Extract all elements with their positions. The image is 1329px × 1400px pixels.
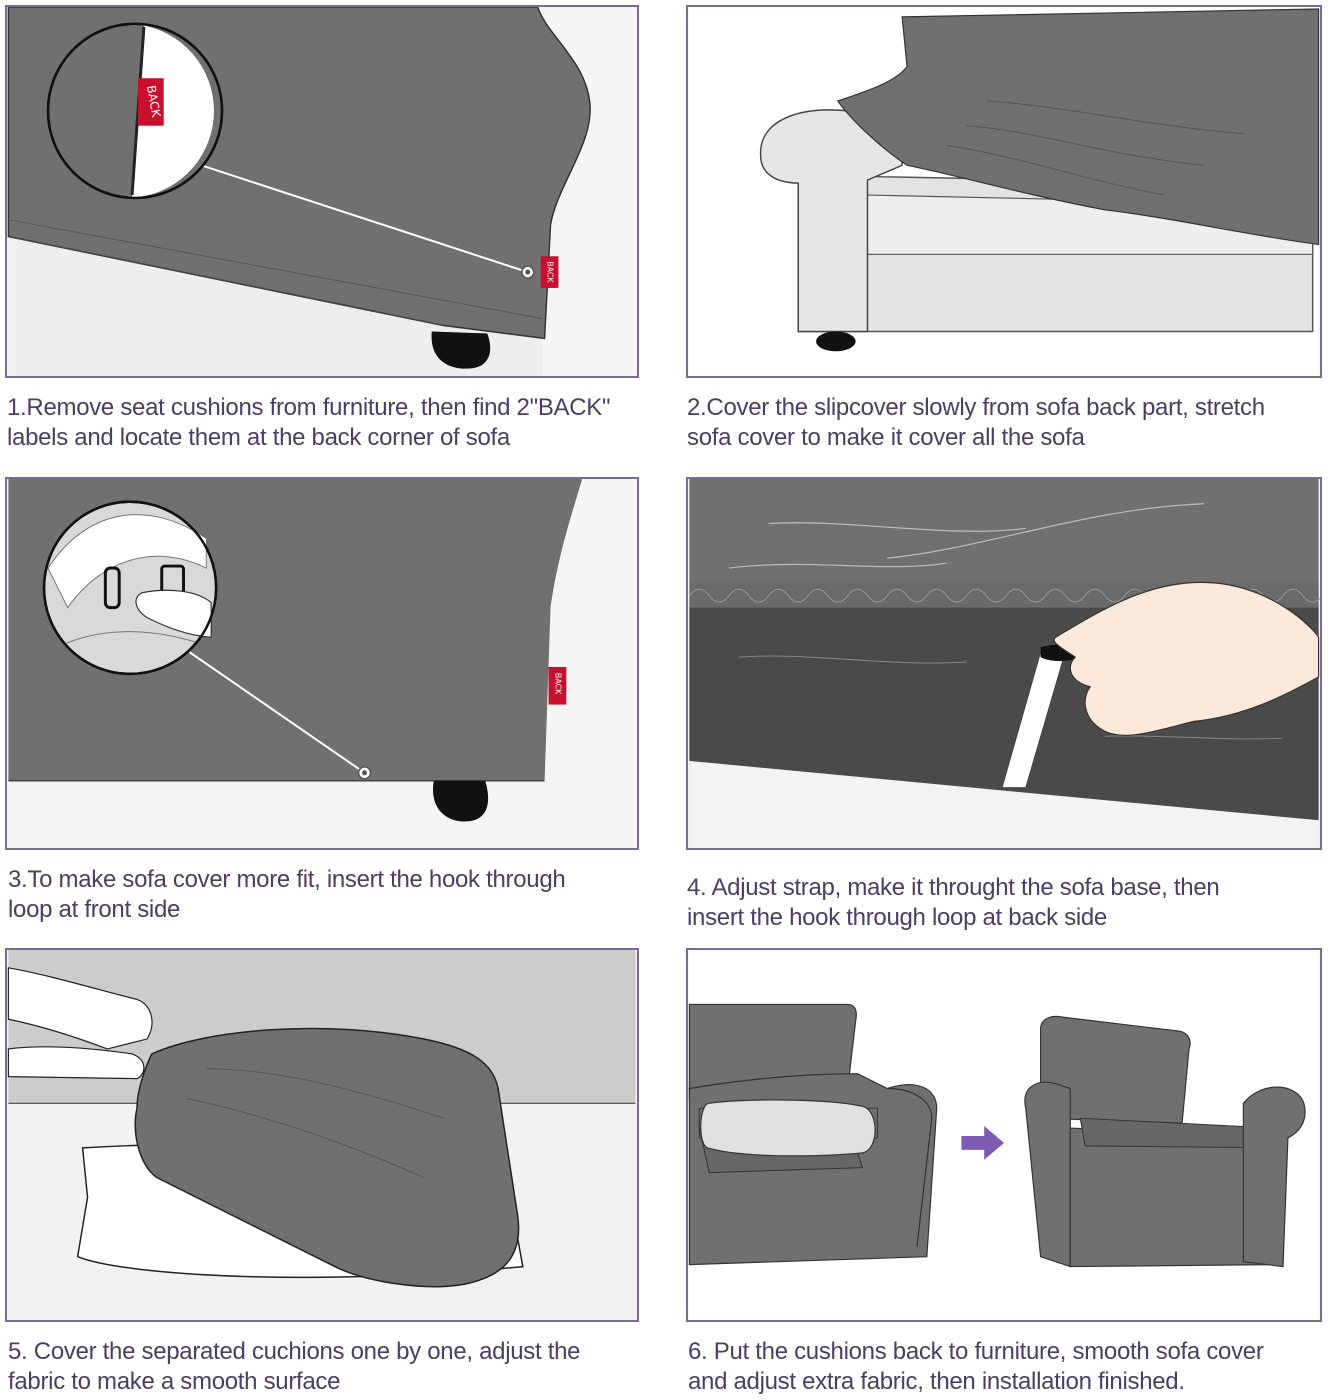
cushion-cover-drawing bbox=[7, 950, 636, 1320]
step3-caption-line2: loop at front side bbox=[8, 896, 181, 923]
sofa-cover-stretch-drawing bbox=[689, 7, 1320, 376]
step5-caption-line1: 5. Cover the separated cuchions one by o… bbox=[8, 1338, 581, 1365]
step4-illustration bbox=[686, 477, 1322, 850]
step3-caption: 3.To make sofa cover more fit, insert th… bbox=[8, 865, 566, 925]
sofa-before bbox=[688, 1003, 938, 1266]
step1-illustration: BACK BACK bbox=[5, 5, 639, 378]
step5-caption-line2: fabric to make a smooth surface bbox=[8, 1368, 341, 1395]
svg-text:BACK: BACK bbox=[144, 84, 164, 119]
sofa-finished-drawing bbox=[688, 950, 1319, 1320]
hook-front-side-drawing: BACK bbox=[8, 479, 583, 822]
step4-caption: 4. Adjust strap, make it throught the so… bbox=[687, 873, 1220, 933]
step6-caption: 6. Put the cushions back to furniture, s… bbox=[688, 1337, 1264, 1397]
step5-caption: 5. Cover the separated cuchions one by o… bbox=[8, 1337, 580, 1397]
step1-caption-line2: labels and locate them at the back corne… bbox=[7, 424, 510, 451]
step6-illustration bbox=[686, 948, 1322, 1322]
hand-icon bbox=[7, 967, 153, 1050]
step4-caption-line1: 4. Adjust strap, make it throught the so… bbox=[687, 874, 1220, 901]
hand-icon bbox=[135, 589, 212, 638]
svg-text:BACK: BACK bbox=[553, 673, 562, 695]
back-tag-icon: BACK bbox=[548, 666, 567, 705]
step3-caption-line1: 3.To make sofa cover more fit, insert th… bbox=[8, 866, 566, 893]
step2-caption: 2.Cover the slipcover slowly from sofa b… bbox=[687, 393, 1265, 453]
arrow-right-icon bbox=[961, 1126, 1004, 1160]
step2-caption-line1: 2.Cover the slipcover slowly from sofa b… bbox=[687, 394, 1265, 421]
step6-caption-line1: 6. Put the cushions back to furniture, s… bbox=[688, 1338, 1264, 1365]
sofa-back-label-drawing: BACK BACK bbox=[7, 7, 591, 376]
hand-icon bbox=[7, 1046, 145, 1080]
step1-caption: 1.Remove seat cushions from furniture, t… bbox=[7, 393, 611, 453]
step5-illustration bbox=[5, 948, 639, 1322]
sofa-after bbox=[1024, 1015, 1306, 1268]
svg-text:BACK: BACK bbox=[546, 261, 555, 283]
step3-illustration: BACK bbox=[5, 477, 639, 850]
magnifier-circle-icon: BACK bbox=[46, 22, 224, 200]
step1-caption-line1: 1.Remove seat cushions from furniture, t… bbox=[7, 394, 611, 421]
step6-caption-line2: and adjust extra fabric, then installati… bbox=[688, 1368, 1185, 1395]
back-tag-icon: BACK bbox=[540, 256, 559, 288]
step2-illustration bbox=[686, 5, 1322, 378]
strap-back-side-drawing bbox=[689, 479, 1320, 848]
step2-caption-line2: sofa cover to make it cover all the sofa bbox=[687, 424, 1085, 451]
magnifier-circle-icon bbox=[42, 500, 218, 676]
step4-caption-line2: insert the hook through loop at back sid… bbox=[687, 904, 1107, 931]
hand-icon bbox=[1053, 581, 1320, 736]
